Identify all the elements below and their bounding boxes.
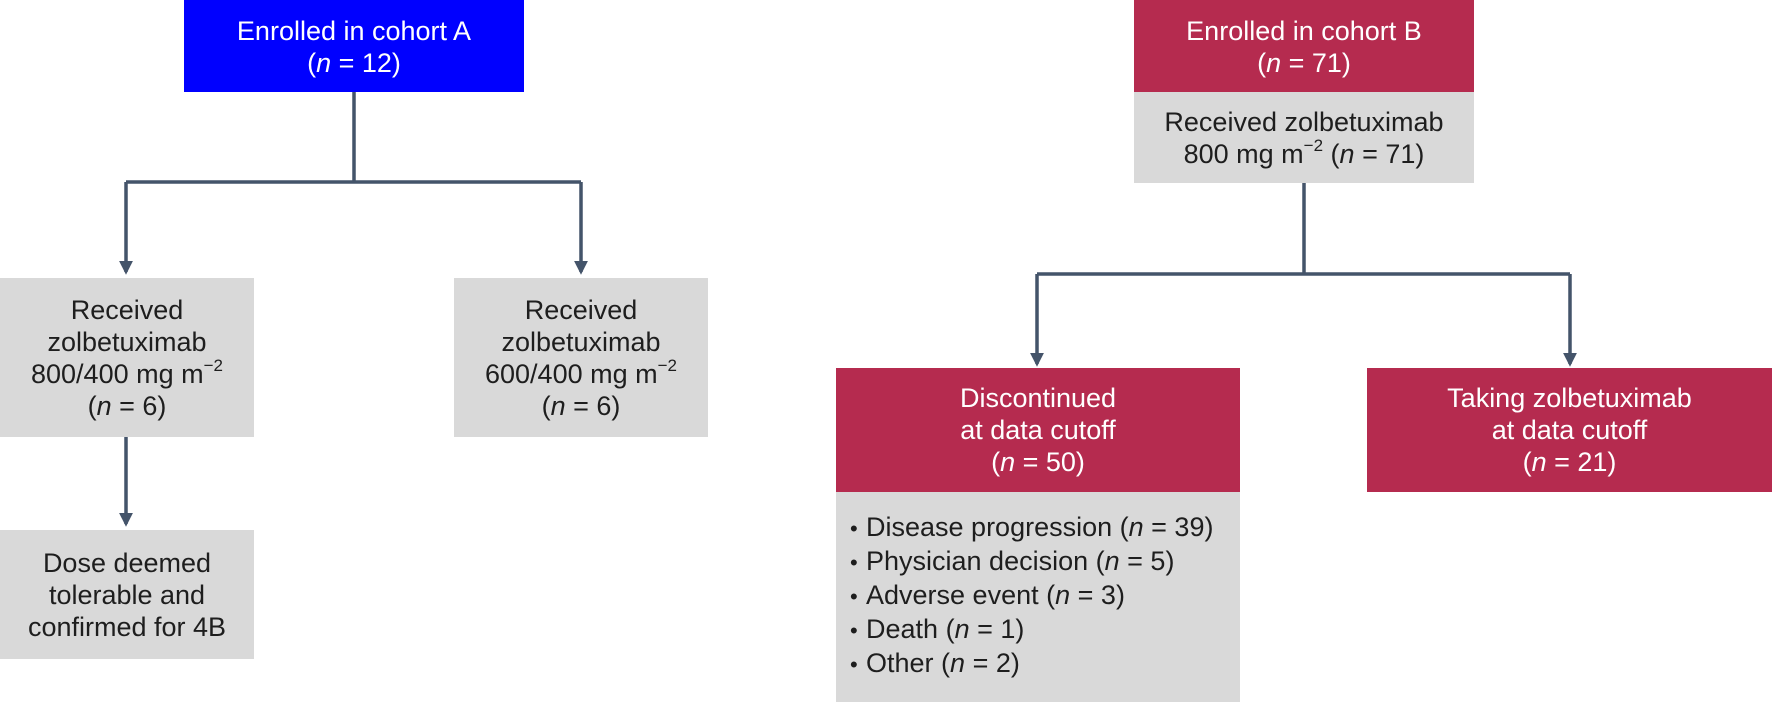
cohort-a-enrolled-box: Enrolled in cohort A (n = 12) [184,0,524,92]
reason-item: •Adverse event (n = 3) [850,579,1125,613]
cohort-a-arm-800-box: Received zolbetuximab 800/400 mg m−2 (n … [0,278,254,437]
cohort-b-discontinued-box: Discontinued at data cutoff (n = 50) [836,368,1240,492]
cohort-b-received-box: Received zolbetuximab 800 mg m−2 (n = 71… [1134,92,1474,183]
discontinued-line-1: Discontinued [959,383,1117,413]
cohort-b-enrolled-count: (n = 71) [1257,48,1351,78]
cohort-b-enrolled-title: Enrolled in cohort B [1186,16,1422,46]
cohort-a-arm-600-box: Received zolbetuximab 600/400 mg m−2 (n … [454,278,708,437]
connector-cohort-a-split [126,92,581,184]
bullet-icon: • [850,618,858,643]
bullet-icon: • [850,516,858,541]
cohort-b-enrolled-box: Enrolled in cohort B (n = 71) [1134,0,1474,92]
arm-800-line-2: zolbetuximab [47,326,207,357]
cohort-b-received-dose: 800 mg m−2 (n = 71) [1183,135,1425,169]
bullet-icon: • [850,652,858,677]
outcome-line-1: Dose deemed [42,547,212,578]
arm-600-count: (n = 6) [541,390,621,421]
outcome-line-2: tolerable and [48,579,206,610]
reason-item: •Death (n = 1) [850,613,1024,647]
arm-800-count: (n = 6) [87,390,167,421]
connector-cohort-b-split [1037,183,1570,276]
discontinued-count: (n = 50) [991,447,1085,477]
cohort-b-taking-box: Taking zolbetuximab at data cutoff (n = … [1367,368,1772,492]
cohort-b-received-line-1: Received zolbetuximab [1164,106,1444,137]
cohort-a-enrolled-count: (n = 12) [307,48,401,78]
arm-600-line-2: zolbetuximab [501,326,661,357]
arm-600-line-1: Received [524,294,638,325]
reason-item: •Physician decision (n = 5) [850,545,1174,579]
bullet-icon: • [850,550,858,575]
arm-800-line-1: Received [70,294,184,325]
taking-line-2: at data cutoff [1491,415,1648,445]
taking-count: (n = 21) [1522,447,1617,477]
arm-800-dose: 800/400 mg m−2 [31,355,223,389]
discontinuation-reasons-list: •Disease progression (n = 39) •Physician… [836,492,1240,702]
reason-item: •Other (n = 2) [850,647,1020,681]
outcome-line-3: confirmed for 4B [27,611,227,642]
cohort-a-outcome-box: Dose deemed tolerable and confirmed for … [0,530,254,659]
bullet-icon: • [850,584,858,609]
reason-item: •Disease progression (n = 39) [850,511,1213,545]
discontinued-line-2: at data cutoff [960,415,1116,445]
taking-line-1: Taking zolbetuximab [1447,383,1692,413]
arm-600-dose: 600/400 mg m−2 [485,355,677,389]
cohort-a-enrolled-title: Enrolled in cohort A [236,16,472,46]
